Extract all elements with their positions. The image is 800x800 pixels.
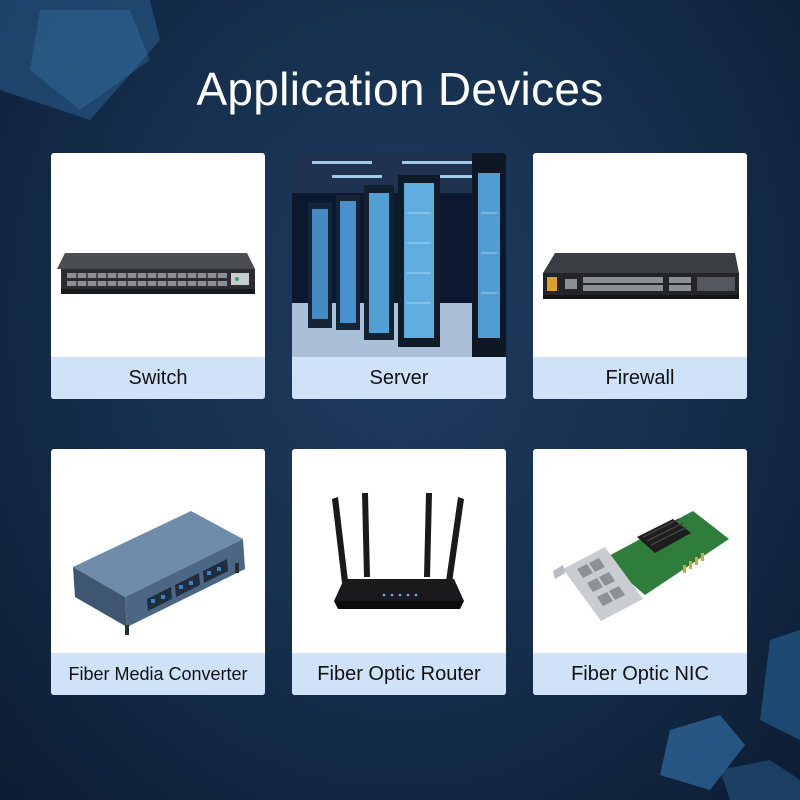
network-switch-icon [57, 253, 255, 294]
device-card-switch: Switch [51, 153, 265, 399]
firewall-appliance-icon [543, 253, 739, 299]
cube-decoration-top-left [0, 0, 160, 120]
wifi-router-icon [332, 493, 464, 609]
device-card-firewall: Firewall [533, 153, 747, 399]
device-label: Fiber Media Converter [51, 653, 265, 695]
device-card-fiber-optic-nic: Fiber Optic NIC [533, 449, 747, 695]
device-label: Fiber Optic Router [292, 653, 506, 695]
device-label: Switch [51, 357, 265, 399]
device-label: Server [292, 357, 506, 399]
device-card-fiber-optic-router: Fiber Optic Router [292, 449, 506, 695]
network-card-icon [553, 511, 729, 621]
media-converter-chassis-icon [73, 511, 245, 635]
cube-decoration-bottom-right [660, 630, 800, 800]
device-card-fiber-media-converter: Fiber Media Converter [51, 449, 265, 695]
page-title: Application Devices [196, 63, 604, 115]
device-card-server: Server [292, 153, 506, 399]
server-racks-photo [292, 153, 506, 357]
device-label: Fiber Optic NIC [533, 653, 747, 695]
device-label: Firewall [533, 357, 747, 399]
